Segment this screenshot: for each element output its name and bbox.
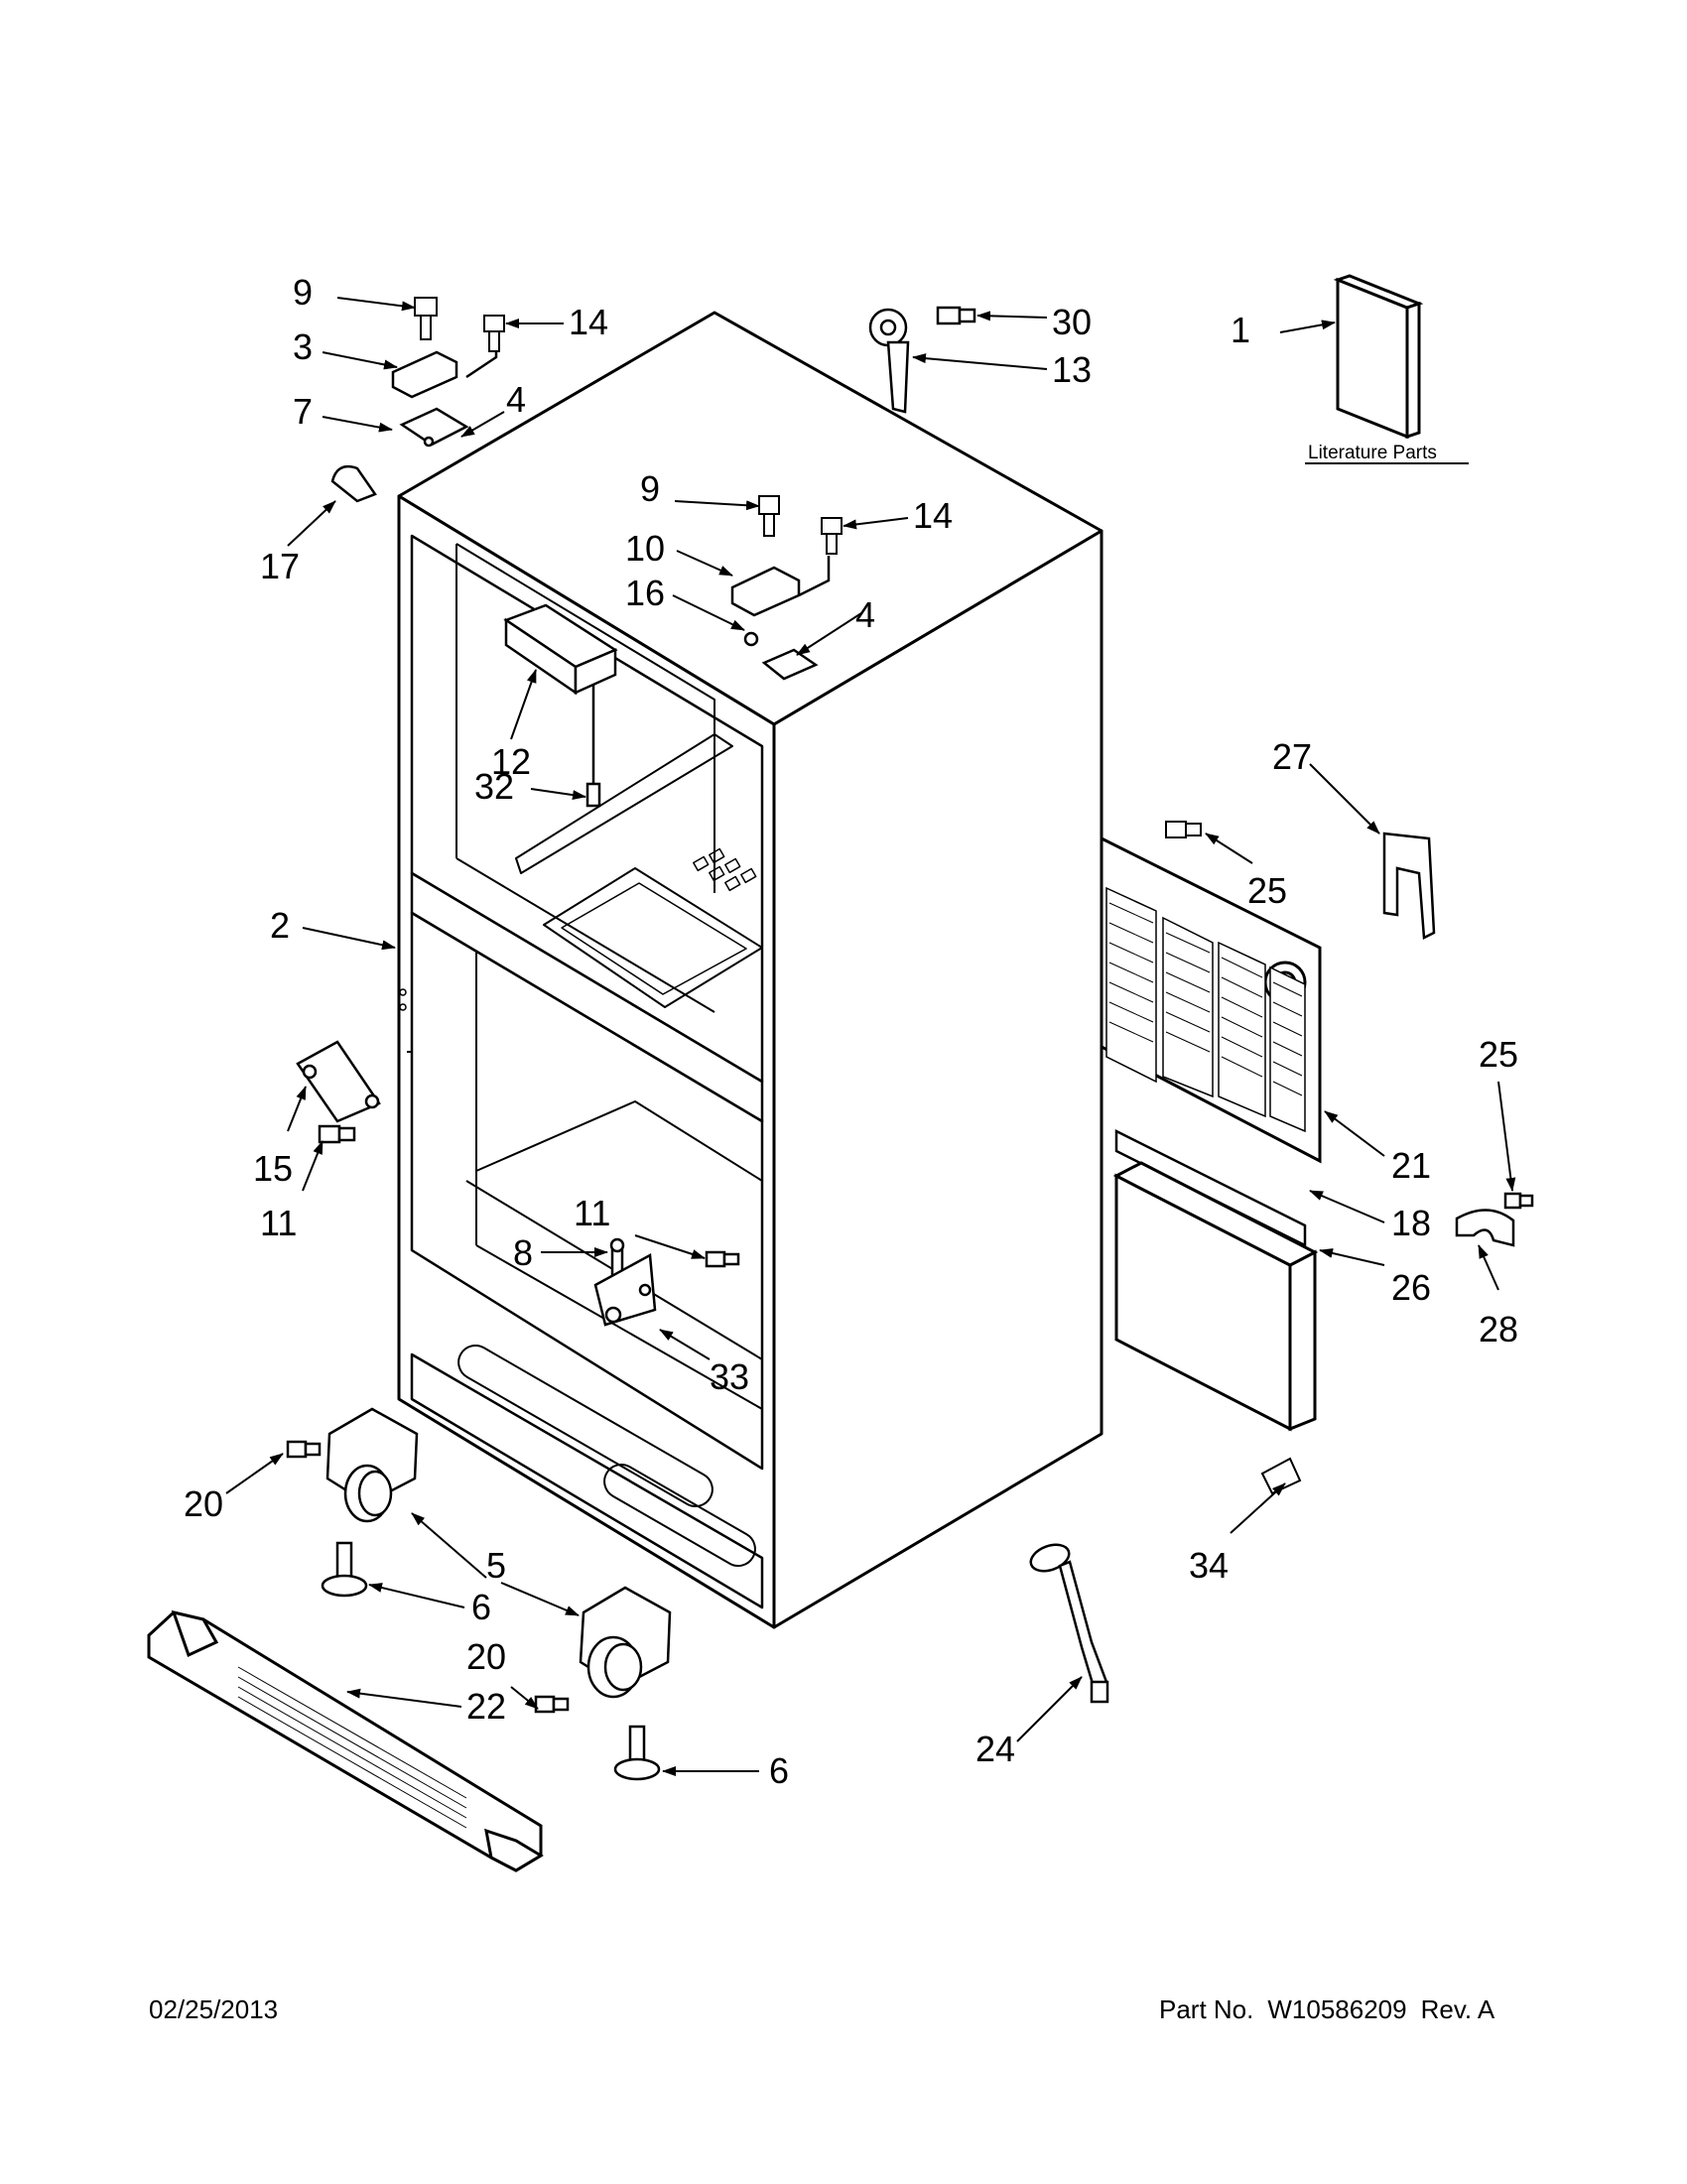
revision: Rev. A bbox=[1420, 1994, 1495, 2024]
bracket-12 bbox=[503, 603, 618, 808]
roller-13 bbox=[868, 306, 976, 414]
callout-2: 2 bbox=[270, 905, 290, 946]
callout-16: 16 bbox=[625, 573, 665, 613]
caster-right bbox=[534, 1586, 672, 1781]
callout-9b: 9 bbox=[640, 468, 660, 509]
leader-arrows bbox=[225, 297, 1516, 1776]
callout-26: 26 bbox=[1391, 1267, 1431, 1308]
callout-4b: 4 bbox=[855, 594, 875, 635]
literature-booklet bbox=[1333, 274, 1424, 440]
callout-6: 6 bbox=[471, 1587, 491, 1627]
callout-3: 3 bbox=[293, 326, 313, 367]
callout-17: 17 bbox=[260, 546, 300, 586]
callout-25b: 25 bbox=[1479, 1034, 1518, 1075]
callout-14: 14 bbox=[569, 302, 608, 342]
toe-grille-22 bbox=[147, 1609, 544, 1872]
callout-25: 25 bbox=[1247, 870, 1287, 911]
callout-14b: 14 bbox=[913, 495, 953, 536]
clip-27 bbox=[1382, 832, 1436, 940]
callout-27: 27 bbox=[1272, 736, 1312, 777]
hinge-bolt-14 bbox=[483, 315, 505, 352]
callout-20b: 20 bbox=[466, 1636, 506, 1677]
callout-labels: 9 14 3 7 4 17 30 13 1 Literature Parts 9… bbox=[184, 272, 1518, 1791]
clip-17 bbox=[330, 464, 377, 503]
hinge-bolt-9 bbox=[414, 297, 438, 340]
clamp-28 bbox=[1455, 1192, 1534, 1247]
caster-left bbox=[286, 1407, 419, 1598]
callout-22: 22 bbox=[466, 1686, 506, 1727]
callout-32: 32 bbox=[474, 766, 514, 807]
callout-33: 33 bbox=[710, 1356, 749, 1397]
callout-13: 13 bbox=[1052, 349, 1092, 390]
callout-21: 21 bbox=[1391, 1145, 1431, 1186]
callout-30: 30 bbox=[1052, 302, 1092, 342]
clip-34 bbox=[1260, 1457, 1302, 1495]
callout-1: 1 bbox=[1231, 310, 1250, 350]
door-stop-8 bbox=[593, 1237, 740, 1327]
callout-24: 24 bbox=[975, 1729, 1015, 1769]
footer-part-number: Part No. W10586209 Rev. A bbox=[1159, 1994, 1508, 2025]
callout-34: 34 bbox=[1189, 1545, 1229, 1586]
literature-parts-label: Literature Parts bbox=[1308, 443, 1437, 463]
callout-11b: 11 bbox=[574, 1193, 610, 1233]
callout-18: 18 bbox=[1391, 1203, 1431, 1243]
wrench-24 bbox=[1029, 1543, 1109, 1704]
callout-7: 7 bbox=[293, 391, 313, 432]
hinge-bolt-14b bbox=[821, 517, 843, 555]
callout-12: 12 bbox=[491, 741, 531, 782]
callout-10: 10 bbox=[625, 528, 665, 569]
insulation-panel-26 bbox=[1112, 1161, 1319, 1432]
part-label: Part No. bbox=[1159, 1994, 1254, 2024]
refrigerator-cabinet bbox=[397, 311, 1103, 1629]
callout-28: 28 bbox=[1479, 1309, 1518, 1349]
callout-9: 9 bbox=[293, 272, 313, 313]
callout-15: 15 bbox=[253, 1148, 293, 1189]
top-center-hinge bbox=[730, 556, 831, 681]
footer-date: 02/25/2013 bbox=[149, 1994, 279, 2024]
rear-access-panel bbox=[1100, 835, 1322, 1164]
part-number: W10586209 bbox=[1267, 1994, 1407, 2024]
callout-4: 4 bbox=[506, 379, 526, 420]
callout-11: 11 bbox=[260, 1203, 297, 1243]
callout-8: 8 bbox=[513, 1232, 533, 1273]
panel-screw-25 bbox=[1165, 821, 1202, 838]
callout-20: 20 bbox=[184, 1483, 223, 1524]
callout-5: 5 bbox=[486, 1545, 506, 1586]
center-hinge-15 bbox=[296, 1040, 381, 1144]
callout-6b: 6 bbox=[769, 1750, 789, 1791]
seal-strip-18 bbox=[1114, 1128, 1307, 1248]
